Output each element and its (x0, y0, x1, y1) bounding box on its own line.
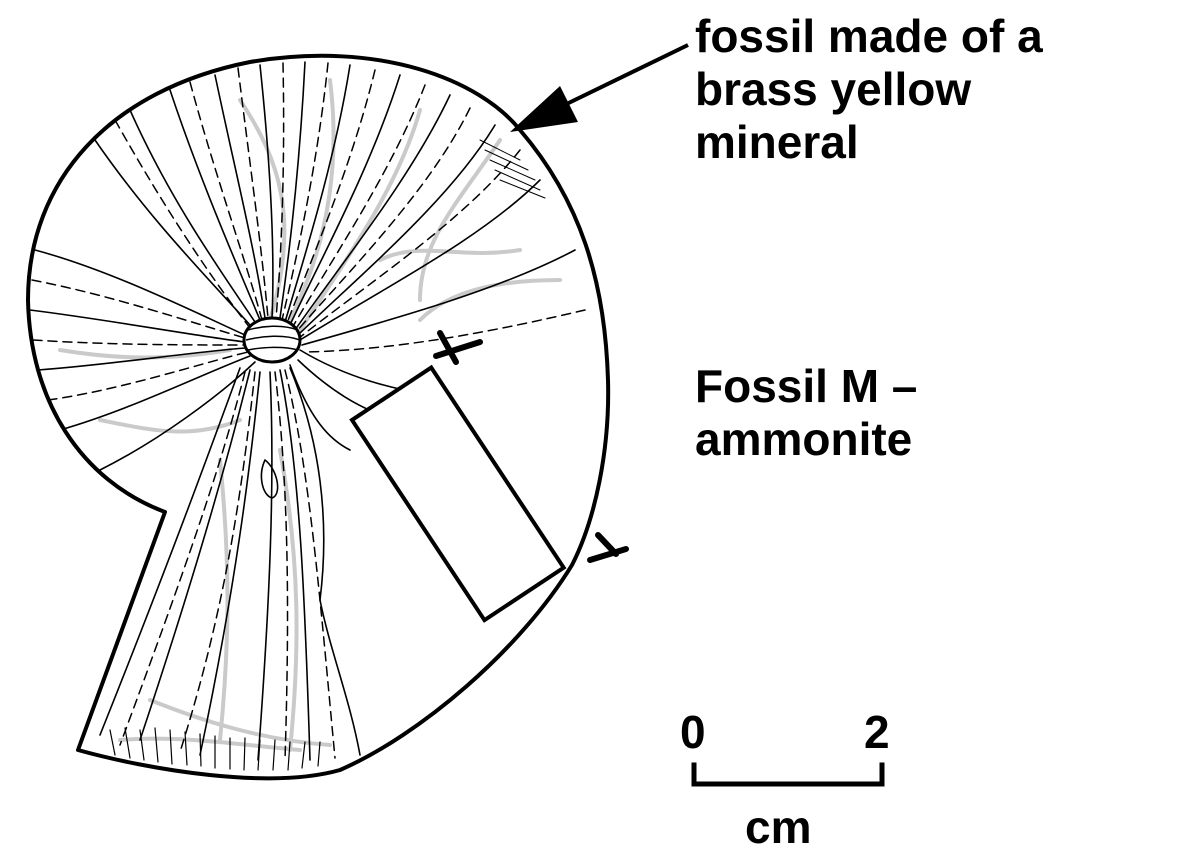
umbilicus (244, 318, 300, 362)
shell-texture (30, 62, 585, 770)
fossil-label-line-1: Fossil M – (695, 360, 917, 413)
scale-end-label: 2 (864, 705, 890, 759)
mineral-callout-label: fossil made of a brass yellow mineral (695, 10, 1043, 169)
fossil-name-label: Fossil M – ammonite (695, 360, 917, 466)
scale-start-label: 0 (680, 705, 706, 759)
point-x-marker (436, 333, 480, 362)
callout-line-2: brass yellow (695, 63, 1043, 116)
callout-arrow (510, 45, 688, 132)
callout-line-1: fossil made of a (695, 10, 1043, 63)
scale-unit-label: cm (745, 800, 811, 854)
shell-outline (28, 56, 608, 778)
scale-bar (694, 765, 882, 784)
section-rectangle (352, 368, 564, 621)
callout-line-3: mineral (695, 116, 1043, 169)
point-y-marker (590, 535, 626, 560)
fossil-label-line-2: ammonite (695, 413, 917, 466)
